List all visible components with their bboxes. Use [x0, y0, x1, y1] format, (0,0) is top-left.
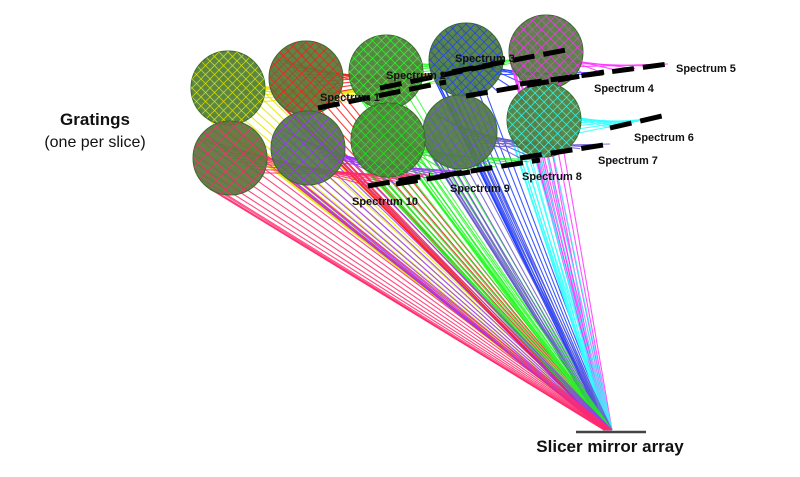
detector-1 [317, 79, 447, 111]
spectrum-label-9: Spectrum 9 [450, 183, 510, 195]
spectrum-label-5: Spectrum 5 [676, 63, 736, 75]
detector-3 [451, 47, 567, 75]
gratings-title: Gratings [60, 110, 130, 129]
spectrum-label-1: Spectrum 1 [320, 92, 380, 104]
detector-6 [609, 113, 663, 131]
slicer-mirror-label: Slicer mirror array [536, 437, 684, 456]
gratings [190, 14, 584, 196]
spectrum-labels: Spectrum 1 Spectrum 2 Spectrum 3 Spectrum 4… [320, 53, 736, 208]
spectrum-label-3: Spectrum 3 [455, 53, 515, 65]
detector-10 [367, 172, 431, 189]
detector-segments [317, 47, 669, 189]
spectrum-label-8: Spectrum 8 [522, 171, 582, 183]
grating-10 [192, 120, 268, 196]
gratings-subtitle: (one per slice) [44, 134, 146, 151]
detector-2 [379, 61, 497, 91]
detector-9 [395, 169, 471, 187]
spectrum-label-4: Spectrum 4 [594, 83, 655, 95]
spectrum-label-7: Spectrum 7 [598, 155, 658, 167]
spectrum-label-10: Spectrum 10 [352, 196, 418, 208]
detector-7 [519, 141, 611, 161]
detector-8 [439, 157, 541, 179]
spectrum-label-2: Spectrum 2 [386, 70, 446, 82]
spectrum-label-6: Spectrum 6 [634, 132, 694, 144]
detector-5 [519, 61, 669, 87]
grating-hatch [193, 121, 267, 195]
